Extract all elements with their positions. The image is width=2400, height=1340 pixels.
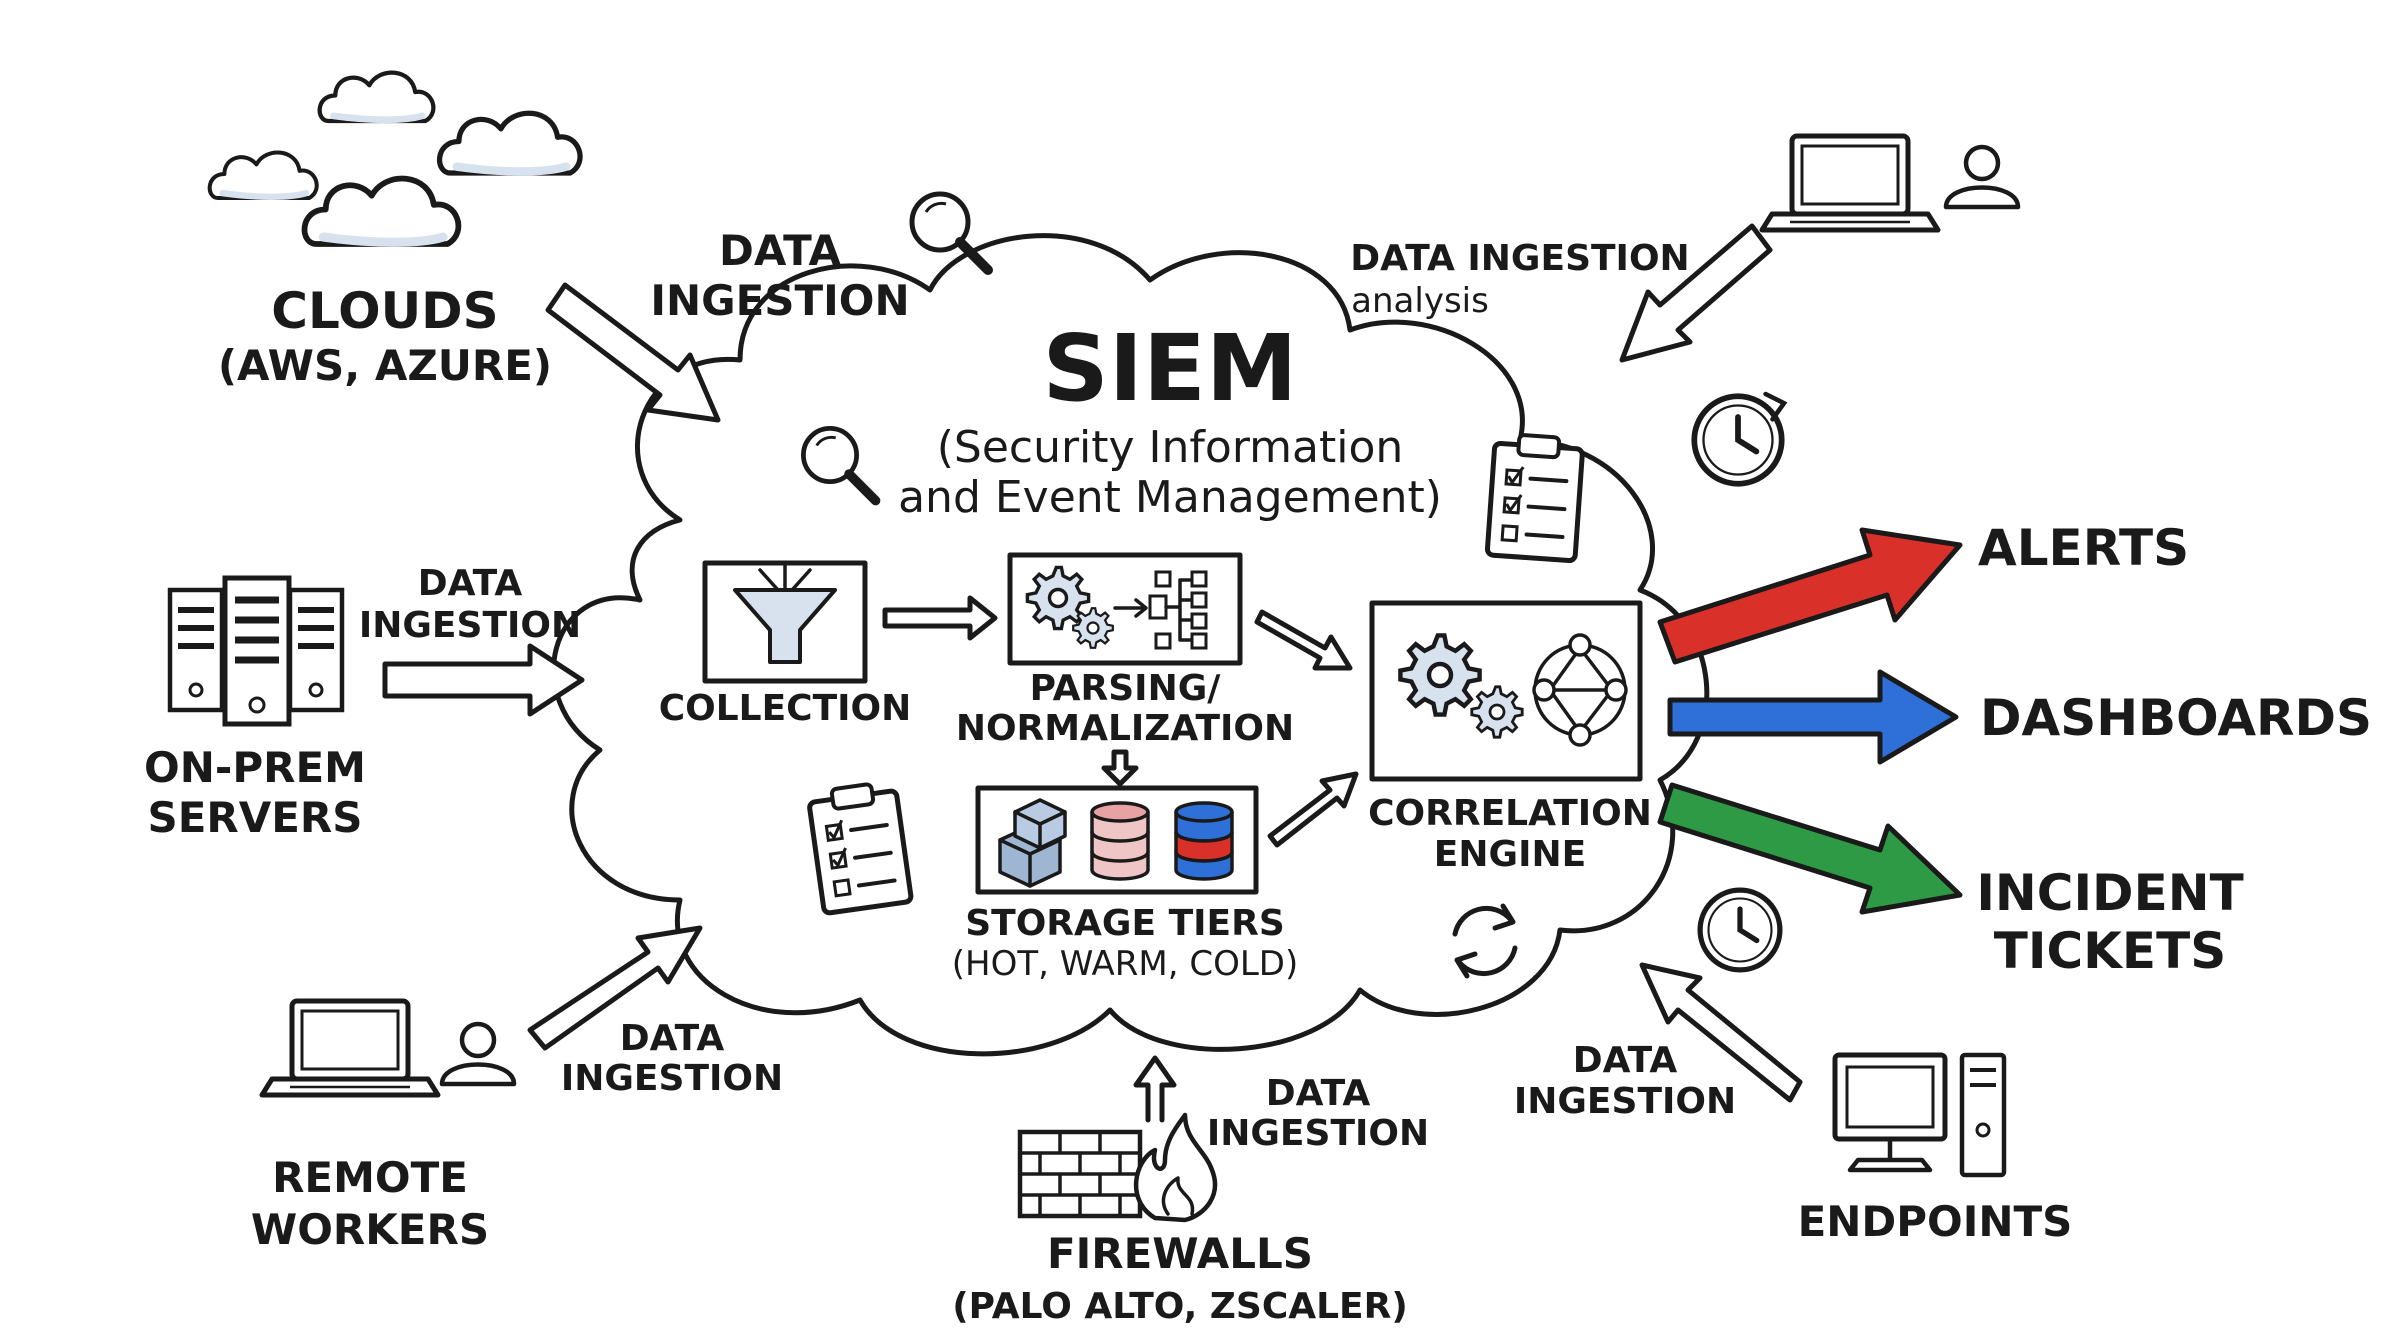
desktop-computer-icon [1832, 1052, 2007, 1178]
cloud-icon [440, 113, 580, 173]
onprem-ingestion-1: DATA [418, 563, 523, 604]
arrow-incident [1657, 782, 1963, 915]
remote-label-2: WORKERS [251, 1205, 489, 1254]
siem-subtitle-2: and Event Management) [898, 472, 1442, 523]
clouds-ingestion-2: INGESTION [650, 276, 909, 325]
clipboard-icon [808, 780, 912, 913]
topright-analysis-label: analysis [1351, 281, 1489, 321]
parsing-label-1: PARSING/ [1030, 668, 1222, 709]
topright-ingestion-label: DATA INGESTION [1350, 238, 1689, 279]
collection-box [702, 560, 868, 684]
boxes-icon [998, 798, 1067, 888]
parsing-label-2: NORMALIZATION [956, 708, 1294, 749]
endpoints-ingestion-2: INGESTION [1514, 1081, 1736, 1122]
endpoints-ingestion-1: DATA [1573, 1040, 1678, 1081]
storage-box [975, 785, 1259, 895]
funnel-icon [733, 564, 837, 664]
firewall-icon [1017, 1129, 1143, 1219]
firewall-ingestion-2: INGESTION [1207, 1113, 1429, 1154]
clouds-label-1: CLOUDS [271, 282, 498, 340]
network-graph-icon [1532, 633, 1628, 747]
cloud-icon [210, 152, 317, 198]
arrow-remote-to-siem [527, 925, 703, 1051]
correlation-label-2: ENGINE [1434, 834, 1586, 875]
magnifier-icon [912, 194, 988, 270]
laptop-icon [262, 1001, 438, 1095]
parsing-box [1007, 552, 1243, 666]
collection-label: COLLECTION [659, 688, 912, 729]
flowchart-icon [1113, 570, 1208, 650]
remote-ingestion-1: DATA [620, 1018, 725, 1059]
dashboards-label: DASHBOARDS [1980, 689, 2372, 747]
remote-label-1: REMOTE [272, 1153, 468, 1202]
clock-icon [1694, 391, 1788, 484]
fire-icon [1134, 1112, 1218, 1223]
firewalls-label-1: FIREWALLS [1047, 1229, 1313, 1278]
incident-label-2: TICKETS [1994, 922, 2226, 980]
endpoints-label: ENDPOINTS [1798, 1197, 2073, 1246]
clipboard-icon [1487, 433, 1583, 561]
onprem-label-2: SERVERS [147, 793, 362, 842]
arrow-onprem-to-siem [382, 643, 585, 717]
cloud-icon [320, 73, 434, 121]
clouds-label-2: (AWS, AZURE) [218, 341, 552, 390]
laptop-icon [1762, 136, 1938, 230]
incident-label-1: INCIDENT [1976, 864, 2243, 922]
user-icon [442, 1024, 514, 1084]
arrow-parsing-to-correlation [1254, 609, 1353, 671]
firewalls-label-2: (PALO ALTO, ZSCALER) [952, 1286, 1408, 1327]
database-icon [1174, 801, 1234, 881]
arrow-alerts [1657, 527, 1963, 665]
user-icon [1946, 147, 2018, 207]
arrow-dashboards [1667, 669, 1959, 765]
onprem-label-1: ON-PREM [144, 743, 366, 792]
server-rack-icon [167, 575, 345, 727]
alerts-label: ALERTS [1978, 519, 2189, 577]
onprem-ingestion-2: INGESTION [359, 605, 581, 646]
arrow-clouds-to-siem [545, 282, 721, 423]
arrow-firewall-to-siem [1133, 1055, 1177, 1123]
correlation-engine-box [1369, 600, 1643, 782]
arrow-endpoints-to-siem [1639, 962, 1803, 1103]
arrow-collection-to-parsing [882, 595, 998, 641]
clock-icon [1700, 890, 1780, 970]
cloud-icon [305, 179, 459, 244]
remote-ingestion-2: INGESTION [561, 1058, 783, 1099]
refresh-icon [1452, 903, 1518, 979]
clouds-icon-group [210, 73, 580, 244]
database-icon [1090, 801, 1150, 881]
storage-label-2: (HOT, WARM, COLD) [952, 944, 1298, 984]
siem-title: SIEM [1043, 315, 1298, 422]
arrow-topright-to-siem [1619, 223, 1773, 363]
clouds-ingestion-1: DATA [719, 226, 841, 275]
storage-label-1: STORAGE TIERS [965, 903, 1285, 944]
firewall-ingestion-1: DATA [1266, 1073, 1371, 1114]
arrow-storage-to-correlation [1267, 771, 1359, 848]
arrow-parsing-to-storage [1101, 749, 1139, 787]
siem-subtitle-1: (Security Information [937, 422, 1404, 473]
correlation-label-1: CORRELATION [1368, 793, 1652, 834]
